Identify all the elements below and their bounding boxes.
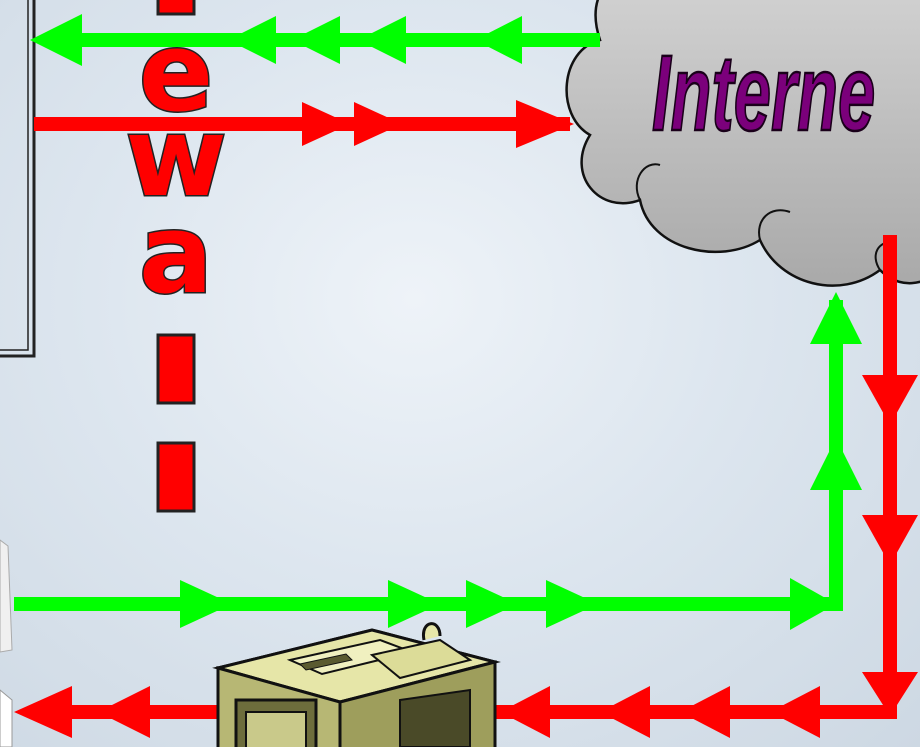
firewall-letter: a: [139, 190, 213, 318]
cloud-icon: Interne: [567, 0, 920, 286]
printer-icon: [218, 624, 495, 747]
firewall-letter-l1: [158, 335, 194, 403]
internet-label: Interne: [652, 34, 875, 154]
outbound-arrow-bottom: [14, 292, 862, 630]
firewall-letter-l2: [158, 443, 194, 511]
device-icon: [0, 540, 12, 747]
firewall-label: e w a: [125, 0, 227, 511]
server-icon: [0, 0, 34, 356]
inbound-arrow-top: [34, 100, 574, 148]
outbound-arrow-top: [30, 14, 600, 66]
